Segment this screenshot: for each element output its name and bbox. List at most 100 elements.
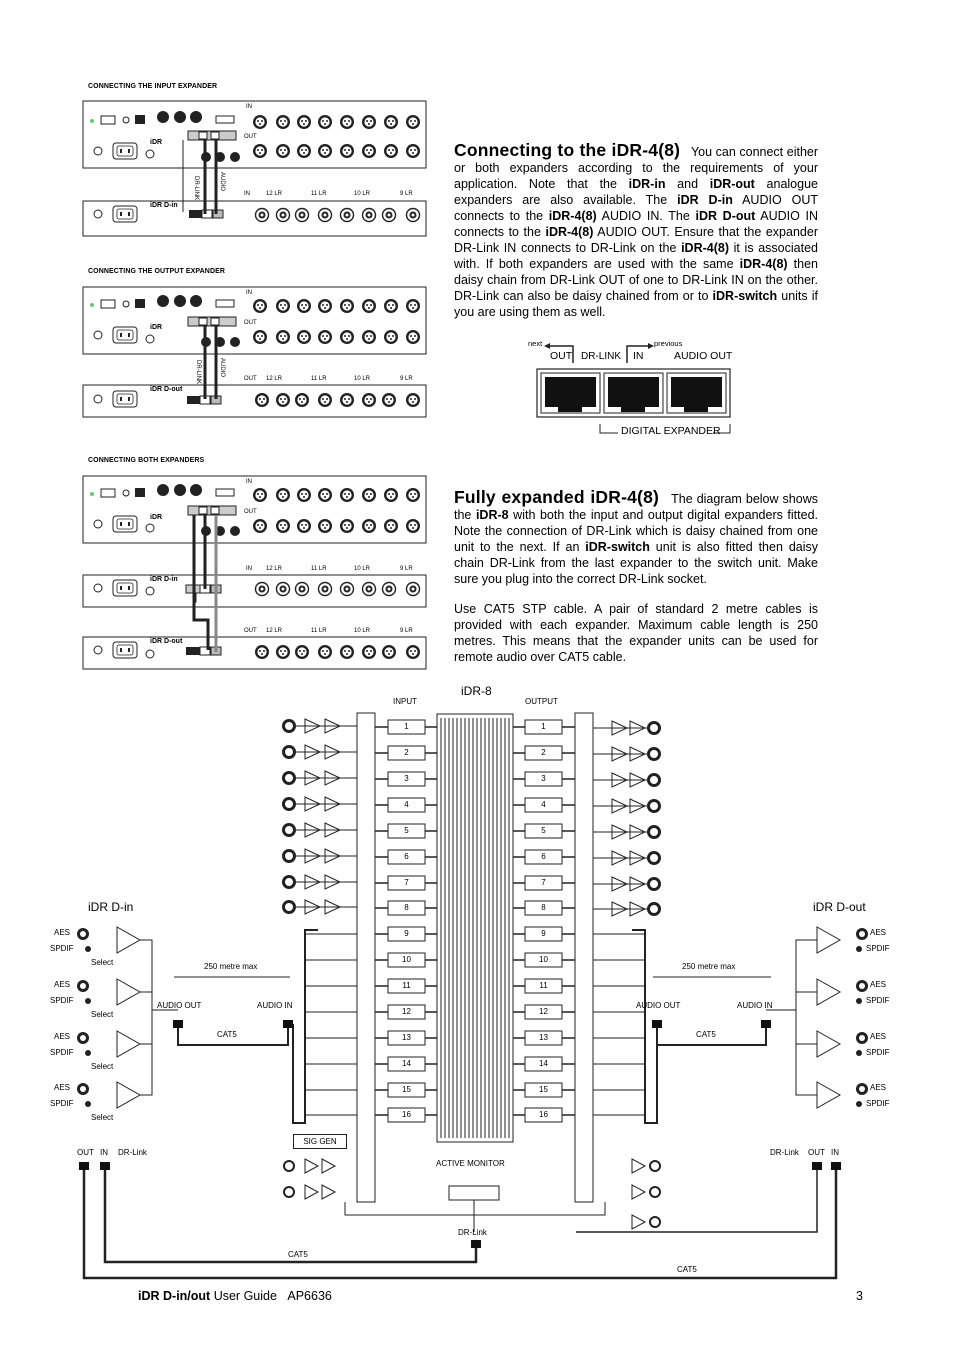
input-channel-label: 5 [404,826,409,835]
drlink-loop-outer [82,1170,838,1280]
label-digital-expander: DIGITAL EXPANDER [621,425,721,437]
select-label: Select [91,1010,114,1019]
rj45-socket-icon [283,1020,293,1028]
cat5-right [656,1028,767,1046]
select-label: Select [91,1113,114,1122]
input-channel-box [387,875,426,891]
aes-in-jack-inner [80,1086,86,1092]
rj45-socket-icon [471,1240,481,1248]
output-channel-box [524,1056,563,1072]
aes-out-jack-inner [859,1035,865,1041]
label-9lr-3b: 9 LR [400,628,413,634]
input-channel-box [387,952,426,968]
s1-b7: iDR-4(8) [681,241,729,255]
monitor-amp2-icon [321,1184,337,1200]
aes-label: AES [54,980,71,989]
label-10lr-1: 10 LR [354,191,371,197]
output-channel-label: 14 [539,1059,548,1068]
label-cat5-bottom2: CAT5 [677,1265,697,1274]
monitor-amp-icon [304,1158,320,1174]
label-in-3: IN [246,479,252,485]
label-previous: previous [654,339,683,348]
label-in-right: IN [831,1148,839,1157]
label-12lr-2: 12 LR [266,376,283,382]
input-channel-label: 15 [402,1085,411,1094]
label-10lr-3b: 10 LR [354,628,371,634]
s1-t9: then daisy chain from DR-Link OUT of one… [454,257,818,303]
caption-both-expanders: CONNECTING BOTH EXPANDERS [88,457,205,464]
input-channel-label: 2 [404,748,409,757]
xlr-in-icon-inner [285,774,293,782]
din-wire [140,1009,178,1045]
footer-product: iDR D-in/out [138,1289,211,1303]
label-11lr-1: 11 LR [311,191,327,197]
input-channel-label: 8 [404,903,409,912]
rj45-socket-icon [100,1162,110,1170]
s2-t2: with both the input and output digital e… [454,508,818,554]
output-channel-label: 15 [539,1085,548,1094]
output-frame [574,712,594,1203]
spdif-out-jack-icon [856,998,862,1004]
s1-b8: iDR-4(8) [739,257,788,271]
spdif-label: SPDIF [50,996,74,1005]
input-channel-box [387,900,426,916]
label-max-right: 250 metre max [682,962,736,971]
input-channel-label: 10 [402,955,411,964]
footer-page-number: 3 [856,1289,863,1303]
label-idr-dout-3: iDR D-out [150,638,183,645]
label-9lr-1: 9 LR [400,191,413,197]
label-11lr-3b: 11 LR [311,628,327,634]
phones-amp-icon [631,1214,647,1230]
section1-title: Connecting to the iDR-4(8) [454,140,681,160]
input-channel-label: 14 [402,1059,411,1068]
dout-driver-icon [816,1030,842,1058]
output-channel-box [524,952,563,968]
output-channel-box [524,900,563,916]
output-channel-label: 4 [541,800,546,809]
input-channel-box [387,849,426,865]
cat5-left [177,1028,289,1046]
label-cat5-bottom1: CAT5 [288,1250,308,1259]
label-12lr-3b: 12 LR [266,628,283,634]
xlr-in-icon-inner [285,903,293,911]
label-11lr-2: 11 LR [311,376,327,382]
spdif-out-jack-icon [856,1050,862,1056]
monitor-jack-icon [283,1160,295,1172]
label-out-right: OUT [808,1148,825,1157]
label-10lr-2: 10 LR [354,376,371,382]
input-channel-box [387,745,426,761]
label-12lr-1: 12 LR [266,191,283,197]
label-drlink-left: DR-Link [118,1148,147,1157]
spdif-label: SPDIF [50,1099,74,1108]
din-wire [140,1009,178,1096]
s1-b9: iDR-switch [712,289,778,303]
aes-in-jack-inner [80,1035,86,1041]
din-wire [140,939,178,1011]
label-idr-3: iDR [150,514,163,521]
output-channel-box [524,797,563,813]
s2-b2: iDR-switch [585,540,650,554]
spdif-label: SPDIF [866,996,890,1005]
xlr-out-icon-inner [650,854,658,862]
input-channel-label: 6 [404,852,409,861]
xlr-out-icon-inner [650,828,658,836]
aes-label: AES [870,1032,887,1041]
rj45-socket-icon [79,1162,89,1170]
footer-code: AP6636 [287,1289,332,1303]
label-in-2: IN [246,290,252,296]
rj45-socket-icon [173,1020,183,1028]
drlink-right [576,1170,818,1233]
rj45-socket-icon [831,1162,841,1170]
label-idr-din: iDR D-in [88,900,134,914]
xlr-in-icon-inner [285,852,293,860]
s1-b3: iDR D-in [677,193,733,207]
label-idr-din-3: iDR D-in [150,576,178,583]
footer-title: iDR D-in/out User Guide AP6636 [138,1289,332,1303]
s1-t10: units if you are using them as well. [454,289,818,319]
output-channel-label: 8 [541,903,546,912]
input-channel-box [387,1004,426,1020]
input-channel-box [387,1030,426,1046]
select-label: Select [91,1062,114,1071]
section-connecting: Connecting to the iDR-4(8) You can conne… [454,140,818,320]
xlr-in-icon-inner [285,878,293,886]
